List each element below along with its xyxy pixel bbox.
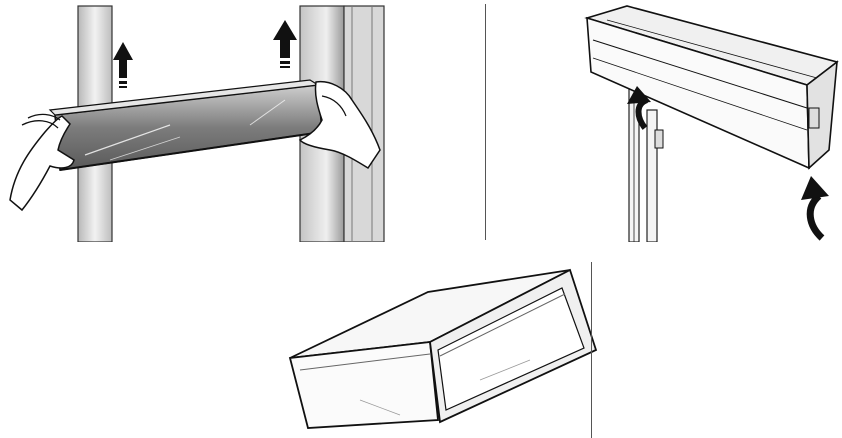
crisper-drawer bbox=[288, 268, 598, 429]
crisper-drawer-illustration bbox=[288, 268, 598, 429]
vertical-divider bbox=[485, 4, 486, 240]
panel-shelf-removal bbox=[0, 0, 485, 242]
bin-removal-illustration bbox=[584, 5, 839, 242]
panel-crisper-drawer bbox=[0, 250, 842, 438]
up-arrow-icon bbox=[113, 42, 133, 88]
door-bin bbox=[584, 5, 839, 170]
curved-up-arrow-icon bbox=[627, 86, 651, 130]
shelf-removal-illustration bbox=[9, 5, 385, 242]
up-arrow-icon bbox=[273, 20, 297, 68]
vertical-divider bbox=[591, 262, 592, 438]
hand-icon bbox=[9, 115, 75, 212]
curved-up-arrow-icon bbox=[801, 176, 829, 241]
panel-bin-removal bbox=[487, 0, 842, 242]
glass-shelf bbox=[48, 79, 323, 171]
hand-icon bbox=[298, 80, 381, 170]
